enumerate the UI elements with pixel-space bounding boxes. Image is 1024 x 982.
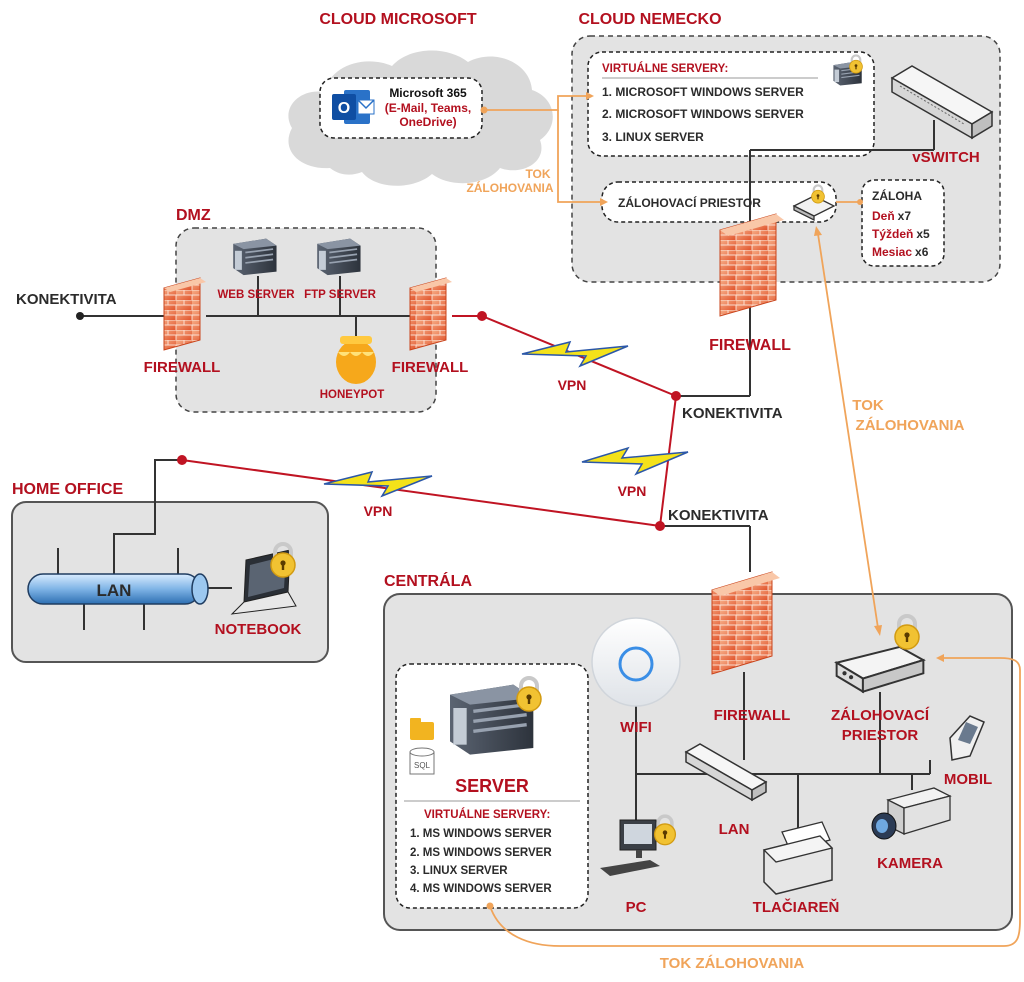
cloud-germany-title: CLOUD NEMECKO (578, 11, 721, 28)
wifi-label: WIFI (620, 719, 652, 736)
vpn-label-cloud: VPN (618, 483, 647, 499)
home-office-title: HOME OFFICE (12, 481, 123, 498)
network-links (57, 120, 935, 836)
backup-flow-top-line2: ZÁLOHOVANIA (466, 180, 553, 195)
connectivity-mid-label: KONEKTIVITA (682, 405, 783, 422)
firewall-dmz-left-icon (163, 277, 206, 351)
backup-flow-top-line1: TOK (525, 167, 550, 181)
svg-text:O: O (338, 100, 350, 117)
notebook-label: NOTEBOOK (215, 621, 302, 638)
web-server-icon (232, 237, 278, 276)
vpn-bolt-dmz (521, 340, 629, 368)
vpn-label-dmz: VPN (558, 377, 587, 393)
cloud-backup-space-label: ZÁLOHOVACÍ PRIESTOR (618, 195, 761, 210)
central-backup-label-1: ZÁLOHOVACÍ (831, 707, 930, 724)
lan-switch-icon (684, 743, 768, 802)
firewall-dmz-right-icon (409, 277, 452, 351)
sql-label: SQL (414, 761, 431, 770)
printer-label: TLAČIAREŇ (753, 898, 840, 916)
cloud-backup-device-icon (792, 184, 836, 222)
central-lan-label: LAN (719, 821, 750, 838)
cloud-microsoft-title: CLOUD MICROSOFT (319, 11, 477, 28)
m365-services-line2: OneDrive) (399, 115, 456, 129)
honeypot-icon (336, 336, 376, 384)
printer-icon (762, 821, 834, 895)
central-server-label: SERVER (455, 776, 529, 796)
pc-label: PC (626, 899, 647, 916)
home-lan-label: LAN (97, 581, 132, 600)
backup-flow-bottom: TOK ZÁLOHOVANIA (660, 955, 805, 972)
central-title: CENTRÁLA (384, 571, 472, 590)
firewall-central-label: FIREWALL (714, 707, 791, 724)
central-vserver-1: 1. MS WINDOWS SERVER (410, 828, 552, 840)
lan-pipe-icon (27, 573, 209, 605)
central-backup-label-2: PRIESTOR (842, 727, 919, 744)
retention-title: ZÁLOHA (872, 188, 922, 203)
pc-icon (600, 814, 678, 876)
dmz-zone (175, 227, 437, 413)
dmz-title: DMZ (176, 207, 211, 224)
vswitch-label: vSWITCH (912, 149, 980, 166)
firewall-central-icon (711, 571, 780, 675)
backup-flow-right-line2: ZÁLOHOVANIA (856, 417, 965, 434)
outlook-icon: O (332, 90, 375, 124)
vservers-cloud-title: VIRTUÁLNE SERVERY: (602, 62, 728, 75)
ftp-server-icon (316, 237, 362, 276)
connectivity-central-label: KONEKTIVITA (668, 507, 769, 524)
web-server-label: WEB SERVER (217, 289, 295, 301)
firewall-cloud-icon (719, 213, 784, 317)
mobile-label: MOBIL (944, 771, 992, 788)
vswitch-icon (890, 65, 994, 140)
camera-icon (871, 787, 952, 840)
central-vservers-title: VIRTUÁLNE SERVERY: (424, 808, 550, 821)
ftp-server-label: FTP SERVER (304, 289, 376, 301)
vserver-cloud-1: 1. MICROSOFT WINDOWS SERVER (602, 85, 804, 99)
vpn-label-home: VPN (364, 503, 393, 519)
m365-services-line1: (E-Mail, Teams, (385, 101, 471, 115)
vserver-cloud-2: 2. MICROSOFT WINDOWS SERVER (602, 107, 804, 121)
sql-database-icon (409, 747, 435, 775)
wifi-access-point-icon (591, 617, 681, 707)
retention-box (861, 179, 945, 267)
notebook-icon (230, 542, 297, 615)
central-vserver-3: 3. LINUX SERVER (410, 865, 508, 877)
backup-flow-right-line1: TOK (852, 397, 884, 414)
vserver-cloud-3: 3. LINUX SERVER (602, 130, 704, 144)
firewall-dmz-right-label: FIREWALL (392, 359, 469, 376)
vpn-bolt-cloud (581, 446, 689, 476)
m365-name: Microsoft 365 (389, 86, 467, 100)
mobile-phone-icon (949, 715, 985, 761)
central-vserver-2: 2. MS WINDOWS SERVER (410, 847, 552, 859)
folder-icon (410, 718, 434, 740)
vpn-bolt-home (323, 470, 433, 498)
camera-label: KAMERA (877, 855, 943, 872)
firewall-dmz-left-label: FIREWALL (144, 359, 221, 376)
central-vserver-4: 4. MS WINDOWS SERVER (410, 883, 552, 895)
connectivity-left-label: KONEKTIVITA (16, 291, 117, 308)
honeypot-label: HONEYPOT (320, 389, 385, 401)
firewall-cloud-label: FIREWALL (709, 337, 791, 354)
